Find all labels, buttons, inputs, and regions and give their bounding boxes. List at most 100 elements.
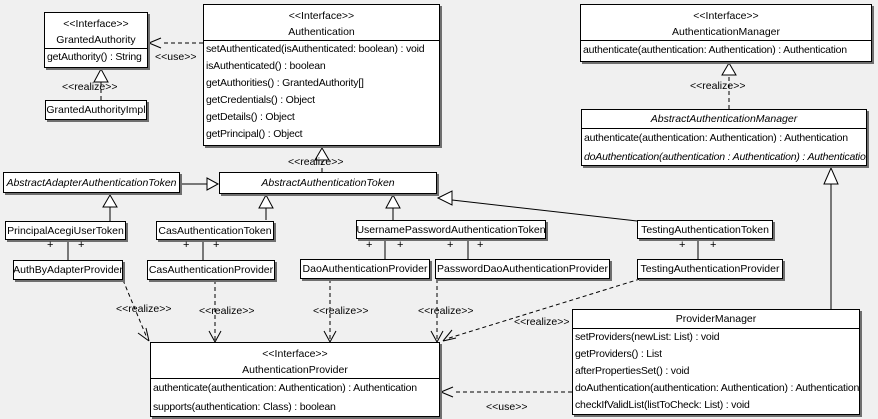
class-name: CasAuthenticationProvider bbox=[148, 264, 274, 276]
class-provider-manager[interactable]: ProviderManager setProviders(newList: Li… bbox=[572, 309, 860, 415]
association-end-plus: + bbox=[366, 239, 373, 251]
method-label: getPrincipal() : Object bbox=[206, 128, 303, 140]
generalization-edge-providermanager[interactable] bbox=[823, 166, 839, 309]
realize-label: <<realize>> bbox=[514, 316, 570, 328]
class-header: AbstractAuthenticationManager bbox=[582, 110, 866, 129]
class-abstract-authentication-token[interactable]: AbstractAuthenticationToken bbox=[219, 172, 437, 194]
class-name: CasAuthenticationToken bbox=[158, 224, 272, 237]
class-header: <<Interface>> AuthenticationProvider bbox=[151, 343, 439, 379]
method-label: getProviders() : List bbox=[575, 348, 662, 360]
class-password-dao-authentication-provider[interactable]: PasswordDaoAuthenticationProvider bbox=[435, 259, 610, 279]
class-name: AuthenticationManager bbox=[672, 26, 780, 38]
stereotype-label: <<Interface>> bbox=[262, 348, 328, 360]
association-end-plus: + bbox=[47, 239, 54, 251]
class-name: Authentication bbox=[288, 26, 355, 38]
association-end-plus: + bbox=[447, 239, 454, 251]
class-name: UsernamePasswordAuthenticationToken bbox=[356, 223, 546, 236]
method-label: getCredentials() : Object bbox=[206, 94, 315, 106]
generalization-edge-casauthenticationtoken[interactable] bbox=[258, 193, 274, 220]
class-username-password-authentication-token[interactable]: UsernamePasswordAuthenticationToken bbox=[356, 220, 546, 239]
realize-edge-abstractauthenticationtoken[interactable] bbox=[314, 147, 330, 172]
association-end-plus: + bbox=[397, 239, 404, 251]
class-name: AuthenticationProvider bbox=[242, 364, 348, 376]
stereotype-label: <<Interface>> bbox=[63, 18, 129, 30]
method-label: doAuthentication(authentication : Authen… bbox=[584, 151, 866, 163]
use-edge-providermanager-authenticationprovider[interactable] bbox=[440, 386, 572, 398]
method-label: setAuthenticated(isAuthenticated: boolea… bbox=[206, 43, 425, 55]
class-granted-authority[interactable]: <<Interface>> GrantedAuthority getAuthor… bbox=[44, 12, 148, 68]
class-cas-authentication-token[interactable]: CasAuthenticationToken bbox=[156, 221, 274, 240]
class-testing-authentication-token[interactable]: TestingAuthenticationToken bbox=[637, 220, 773, 239]
realize-edge-casauthenticationprovider[interactable] bbox=[208, 280, 222, 343]
class-name: GrantedAuthority bbox=[56, 34, 136, 46]
realize-edge-daoauthenticationprovider[interactable] bbox=[323, 279, 337, 343]
class-dao-authentication-provider[interactable]: DaoAuthenticationProvider bbox=[300, 259, 430, 279]
class-authentication-provider[interactable]: <<Interface>> AuthenticationProvider aut… bbox=[150, 342, 440, 417]
class-auth-by-adapter-provider[interactable]: AuthByAdapterProvider bbox=[13, 260, 123, 280]
realize-label: <<realize>> bbox=[313, 305, 369, 317]
generalization-edge-testingauthenticationtoken[interactable] bbox=[436, 190, 638, 222]
realize-label: <<realize>> bbox=[199, 305, 255, 317]
realize-edge-authbyadapterprovider[interactable] bbox=[122, 279, 150, 342]
use-label: <<use>> bbox=[155, 51, 197, 63]
association-end-plus: + bbox=[213, 239, 220, 251]
method-label: authenticate(authentication: Authenticat… bbox=[153, 382, 417, 394]
method-label: isAuthenticated() : boolean bbox=[206, 60, 326, 72]
realize-edge-abstractauthenticationmanager[interactable] bbox=[721, 62, 737, 109]
class-testing-authentication-provider[interactable]: TestingAuthenticationProvider bbox=[637, 259, 783, 279]
generalization-edge-usernamepasswordtoken[interactable] bbox=[385, 193, 401, 220]
association-end-plus: + bbox=[78, 239, 85, 251]
class-header: <<Interface>> Authentication bbox=[204, 5, 439, 41]
realize-label: <<realize>> bbox=[690, 80, 746, 92]
method-label: getDetails() : Object bbox=[206, 111, 295, 123]
association-end-plus: + bbox=[477, 239, 484, 251]
class-principal-acegi-user-token[interactable]: PrincipalAcegiUserToken bbox=[5, 221, 126, 240]
generalization-edge-principalacegiusertoken[interactable] bbox=[102, 194, 118, 221]
realize-label: <<realize>> bbox=[418, 305, 474, 317]
stereotype-label: <<Interface>> bbox=[693, 10, 759, 22]
method-label: setProviders(newList: List) : void bbox=[575, 331, 720, 343]
realize-label: <<realize>> bbox=[288, 156, 344, 168]
class-name: TestingAuthenticationToken bbox=[641, 223, 769, 236]
class-name: AbstractAdapterAuthenticationToken bbox=[6, 176, 177, 189]
method-label: supports(authentication: Class) : boolea… bbox=[153, 401, 336, 413]
stereotype-label: <<Interface>> bbox=[288, 10, 355, 22]
class-name: DaoAuthenticationProvider bbox=[302, 263, 428, 275]
generalization-edge-abstractadaptertoken[interactable] bbox=[180, 177, 220, 191]
class-name: PrincipalAcegiUserToken bbox=[7, 224, 124, 237]
class-cas-authentication-provider[interactable]: CasAuthenticationProvider bbox=[147, 260, 275, 280]
class-authentication-manager[interactable]: <<Interface>> AuthenticationManager auth… bbox=[580, 4, 872, 62]
class-name: TestingAuthenticationProvider bbox=[640, 263, 780, 275]
use-label: <<use>> bbox=[486, 401, 528, 413]
method-label: getAuthority() : String bbox=[47, 51, 142, 63]
class-header: ProviderManager bbox=[573, 310, 859, 329]
class-name: AuthByAdapterProvider bbox=[13, 264, 123, 276]
class-header: <<Interface>> GrantedAuthority bbox=[45, 13, 147, 49]
method-label: getAuthorities() : GrantedAuthority[] bbox=[206, 77, 364, 89]
class-name: AbstractAuthenticationManager bbox=[650, 113, 798, 125]
class-abstract-authentication-manager[interactable]: AbstractAuthenticationManager authentica… bbox=[581, 109, 867, 166]
association-end-plus: + bbox=[710, 239, 717, 251]
class-granted-authority-impl[interactable]: GrantedAuthorityImpl bbox=[45, 100, 147, 120]
class-abstract-adapter-authentication-token[interactable]: AbstractAdapterAuthenticationToken bbox=[3, 172, 180, 193]
class-name: GrantedAuthorityImpl bbox=[46, 104, 146, 116]
association-end-plus: + bbox=[183, 239, 190, 251]
method-label: authenticate(authentication: Authenticat… bbox=[584, 132, 848, 144]
use-edge-authentication-grantedauthority[interactable] bbox=[148, 37, 203, 49]
class-header: <<Interface>> AuthenticationManager bbox=[581, 5, 871, 41]
class-authentication[interactable]: <<Interface>> Authentication setAuthenti… bbox=[203, 4, 440, 146]
realize-edge-passworddaoprovider[interactable] bbox=[430, 279, 444, 343]
class-name: AbstractAuthenticationToken bbox=[261, 177, 395, 189]
class-name: PasswordDaoAuthenticationProvider bbox=[436, 263, 608, 275]
method-label: checkIfValidList(listToCheck: List) : vo… bbox=[575, 399, 750, 411]
realize-label: <<realize>> bbox=[116, 303, 172, 315]
class-name: ProviderManager bbox=[675, 313, 757, 325]
realize-label: <<realize>> bbox=[62, 81, 118, 93]
realize-edge-testingauthenticationprovider[interactable] bbox=[442, 278, 641, 342]
method-label: authenticate(authentication: Authenticat… bbox=[583, 44, 847, 56]
method-label: afterPropertiesSet() : void bbox=[575, 365, 690, 377]
realize-edge-grantedauthorityimpl[interactable] bbox=[93, 67, 109, 100]
association-end-plus: + bbox=[679, 239, 686, 251]
